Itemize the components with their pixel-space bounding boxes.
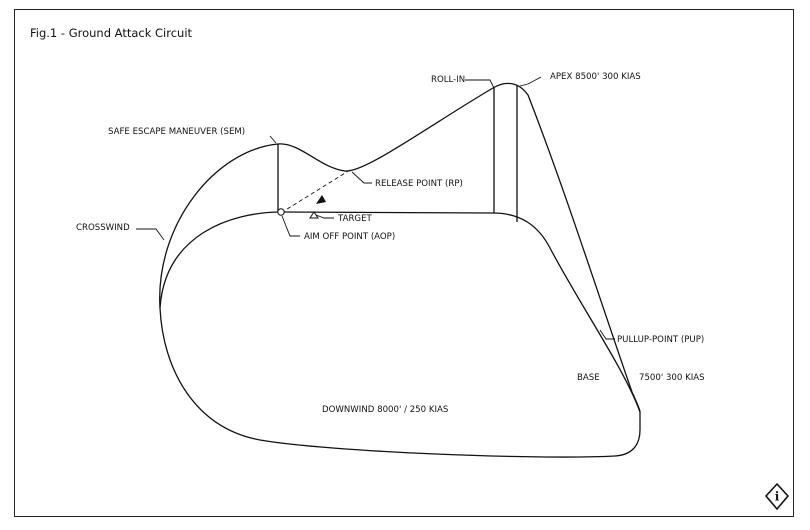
label-base-speed: 7500' 300 KIAS [639, 373, 705, 383]
sem-leader [269, 135, 277, 144]
label-apex: APEX 8500' 300 KIAS [550, 72, 641, 82]
target-leader [315, 214, 334, 219]
label-pullup-point: PULLUP-POINT (PUP) [617, 335, 704, 345]
label-roll-in: ROLL-IN [431, 75, 465, 85]
crosswind-leader [136, 228, 165, 241]
label-sem: SAFE ESCAPE MANEUVER (SEM) [108, 127, 245, 137]
label-target: TARGET [337, 214, 373, 224]
ground-track-loop [159, 211, 641, 458]
label-downwind: DOWNWIND 8000' / 250 KIAS [322, 405, 448, 415]
dive-line [283, 169, 351, 212]
info-badge: i [764, 482, 790, 511]
apex-leader [519, 76, 542, 87]
pullup-leader [599, 329, 615, 340]
info-badge-glyph: i [775, 490, 780, 504]
flight-path [159, 82, 641, 413]
info-icon [764, 482, 790, 511]
figure-title: Fig.1 - Ground Attack Circuit [30, 26, 193, 40]
aop-leader [281, 215, 300, 237]
roll-in-leader [465, 79, 495, 89]
release-point-leader [351, 171, 372, 184]
dive-arrowhead [316, 195, 326, 204]
label-crosswind: CROSSWIND [76, 223, 130, 233]
label-release-point: RELEASE POINT (RP) [375, 179, 463, 189]
aim-off-point-marker [277, 208, 285, 216]
label-aim-off-point: AIM OFF POINT (AOP) [304, 232, 395, 242]
figure-frame [14, 9, 794, 517]
label-base: BASE [577, 373, 600, 383]
